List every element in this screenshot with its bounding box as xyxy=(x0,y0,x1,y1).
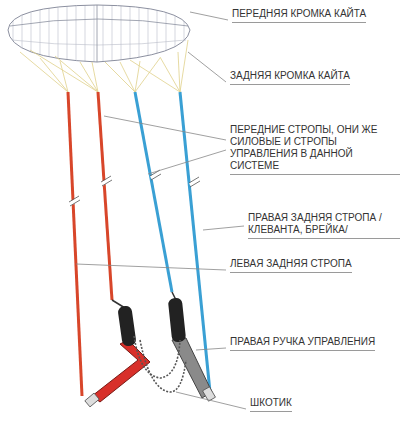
line-break-marks xyxy=(69,170,200,206)
bridle-lines xyxy=(20,40,188,92)
callout-label: ПРАВАЯ РУЧКА УПРАВЛЕНИЯ xyxy=(230,336,375,351)
callout-label: ПЕРЕДНЯЯ КРОМКА КАЙТА xyxy=(232,8,366,23)
center-strut xyxy=(97,5,98,62)
left-front-line xyxy=(98,92,112,300)
leading-edge xyxy=(10,19,188,26)
callout-label: ШКОТИК xyxy=(250,397,292,412)
leash-chain xyxy=(140,340,186,392)
handle-end xyxy=(85,393,99,407)
leader-lines xyxy=(76,12,246,409)
leash-chain xyxy=(134,336,180,378)
callout-label: ЛЕВАЯ ЗАДНЯЯ СТРОПА xyxy=(230,258,352,273)
left-handle-bar xyxy=(92,340,150,402)
callout-label: ЗАДНЯЯ КРОМКА КАЙТА xyxy=(230,70,350,85)
left-rear-line xyxy=(68,92,82,396)
left-handle-grip xyxy=(117,305,136,347)
callout-label: ПРАВАЯ ЗАДНЯЯ СТРОПА /КЛЕВАНТА, БРЕЙКА/ xyxy=(248,212,400,239)
right-front-line xyxy=(135,92,172,292)
line-break-marks xyxy=(70,172,200,204)
right-handle-grip xyxy=(168,297,187,342)
callout-label: ПЕРЕДНИЕ СТРОПЫ, ОНИ ЖЕ СИЛОВЫЕ И СТРОПЫ… xyxy=(230,124,400,175)
canopy-seam xyxy=(12,40,186,45)
